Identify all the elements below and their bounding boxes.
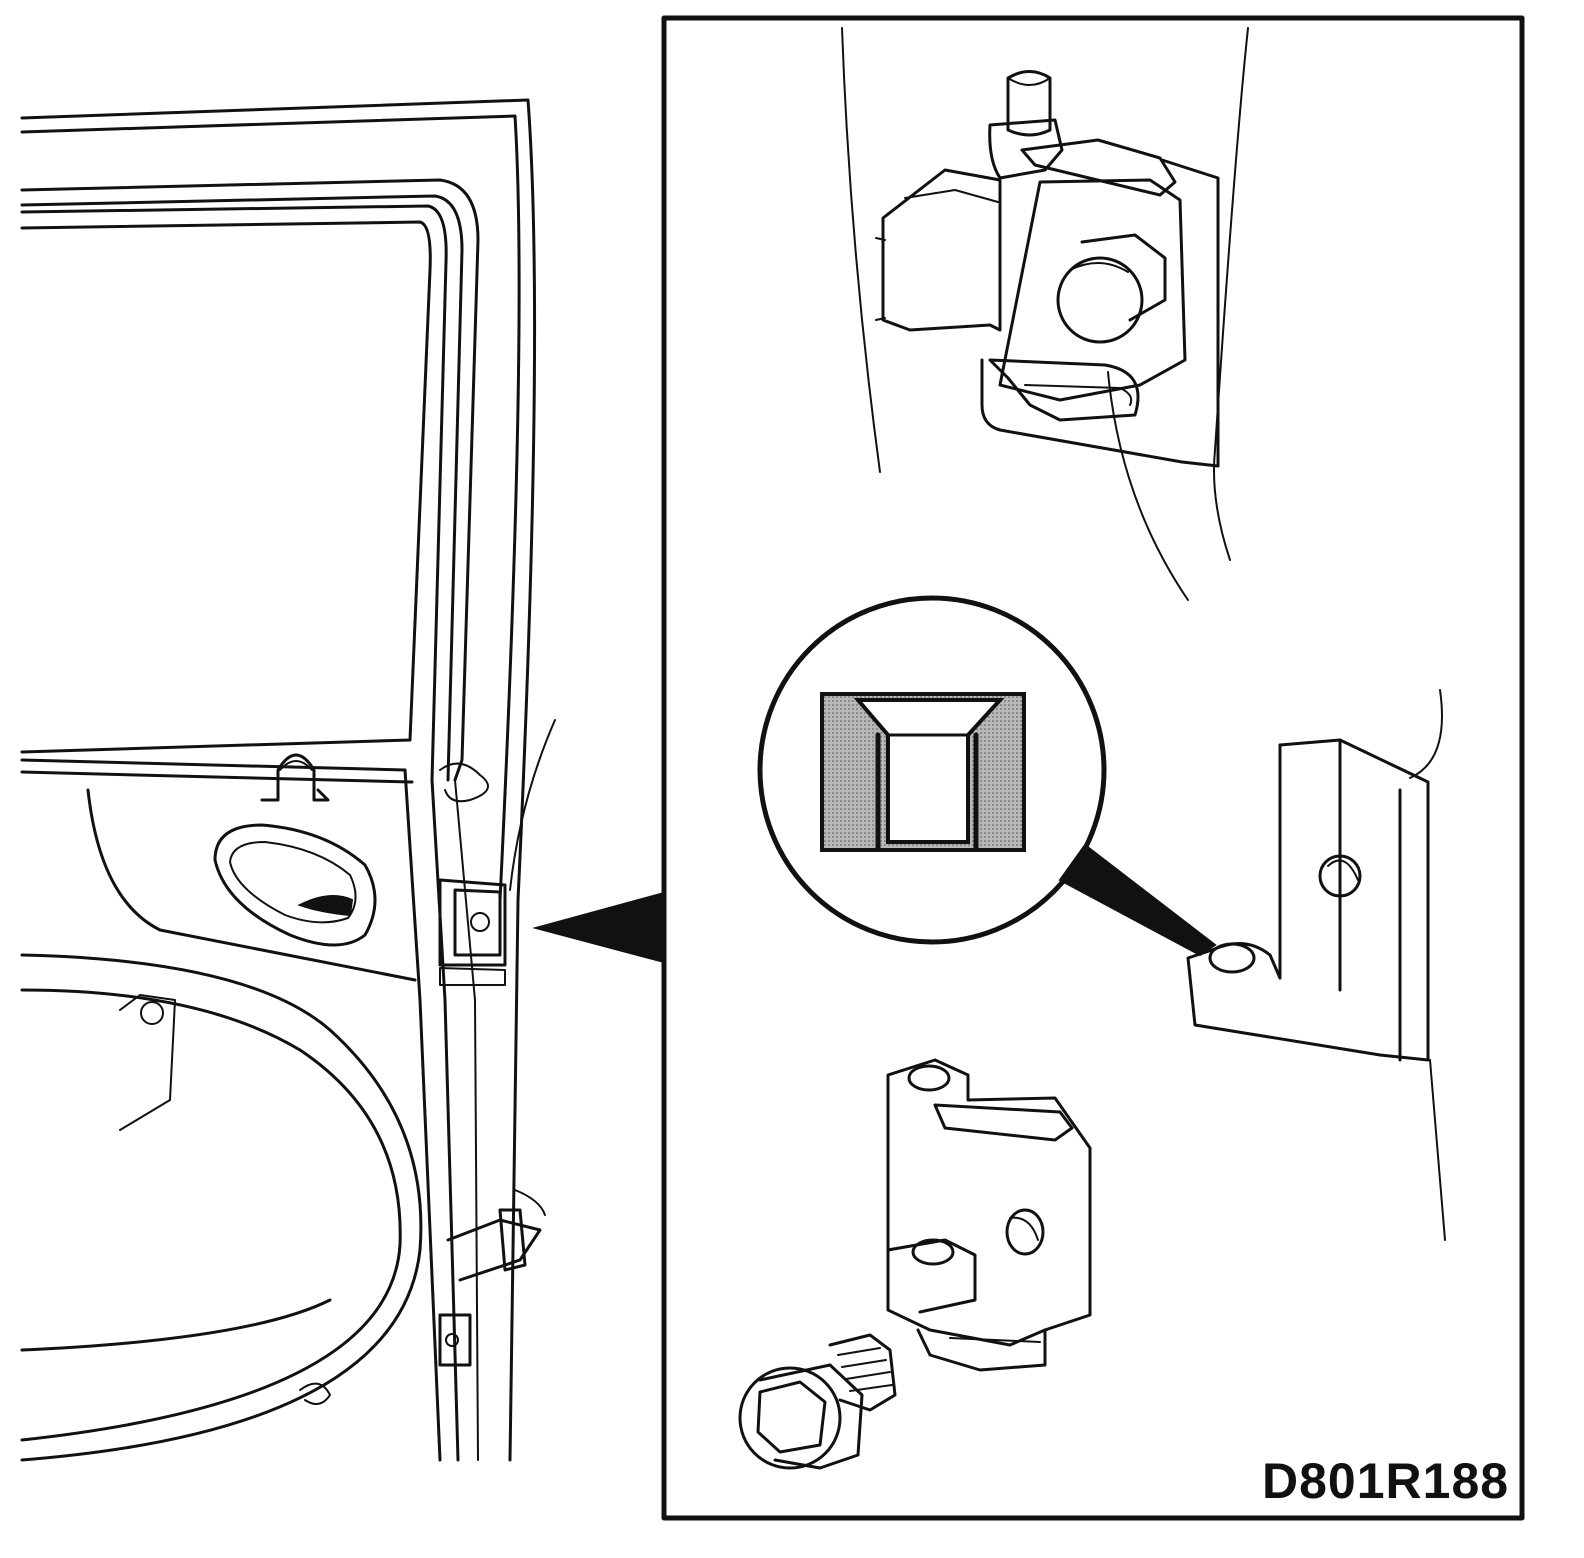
callout-pointer — [532, 891, 665, 964]
hex-bolt-icon — [738, 1333, 897, 1470]
hinge-strap-icon — [886, 1058, 1092, 1372]
car-rear-door-icon — [20, 98, 556, 1462]
door-hinge-icon — [841, 27, 1249, 601]
pin-cross-section-icon — [757, 595, 1217, 957]
body-hinge-icon — [1186, 689, 1446, 1241]
detail-panel-frame — [661, 15, 1525, 1521]
figure-code: D801R188 — [1262, 1453, 1510, 1509]
